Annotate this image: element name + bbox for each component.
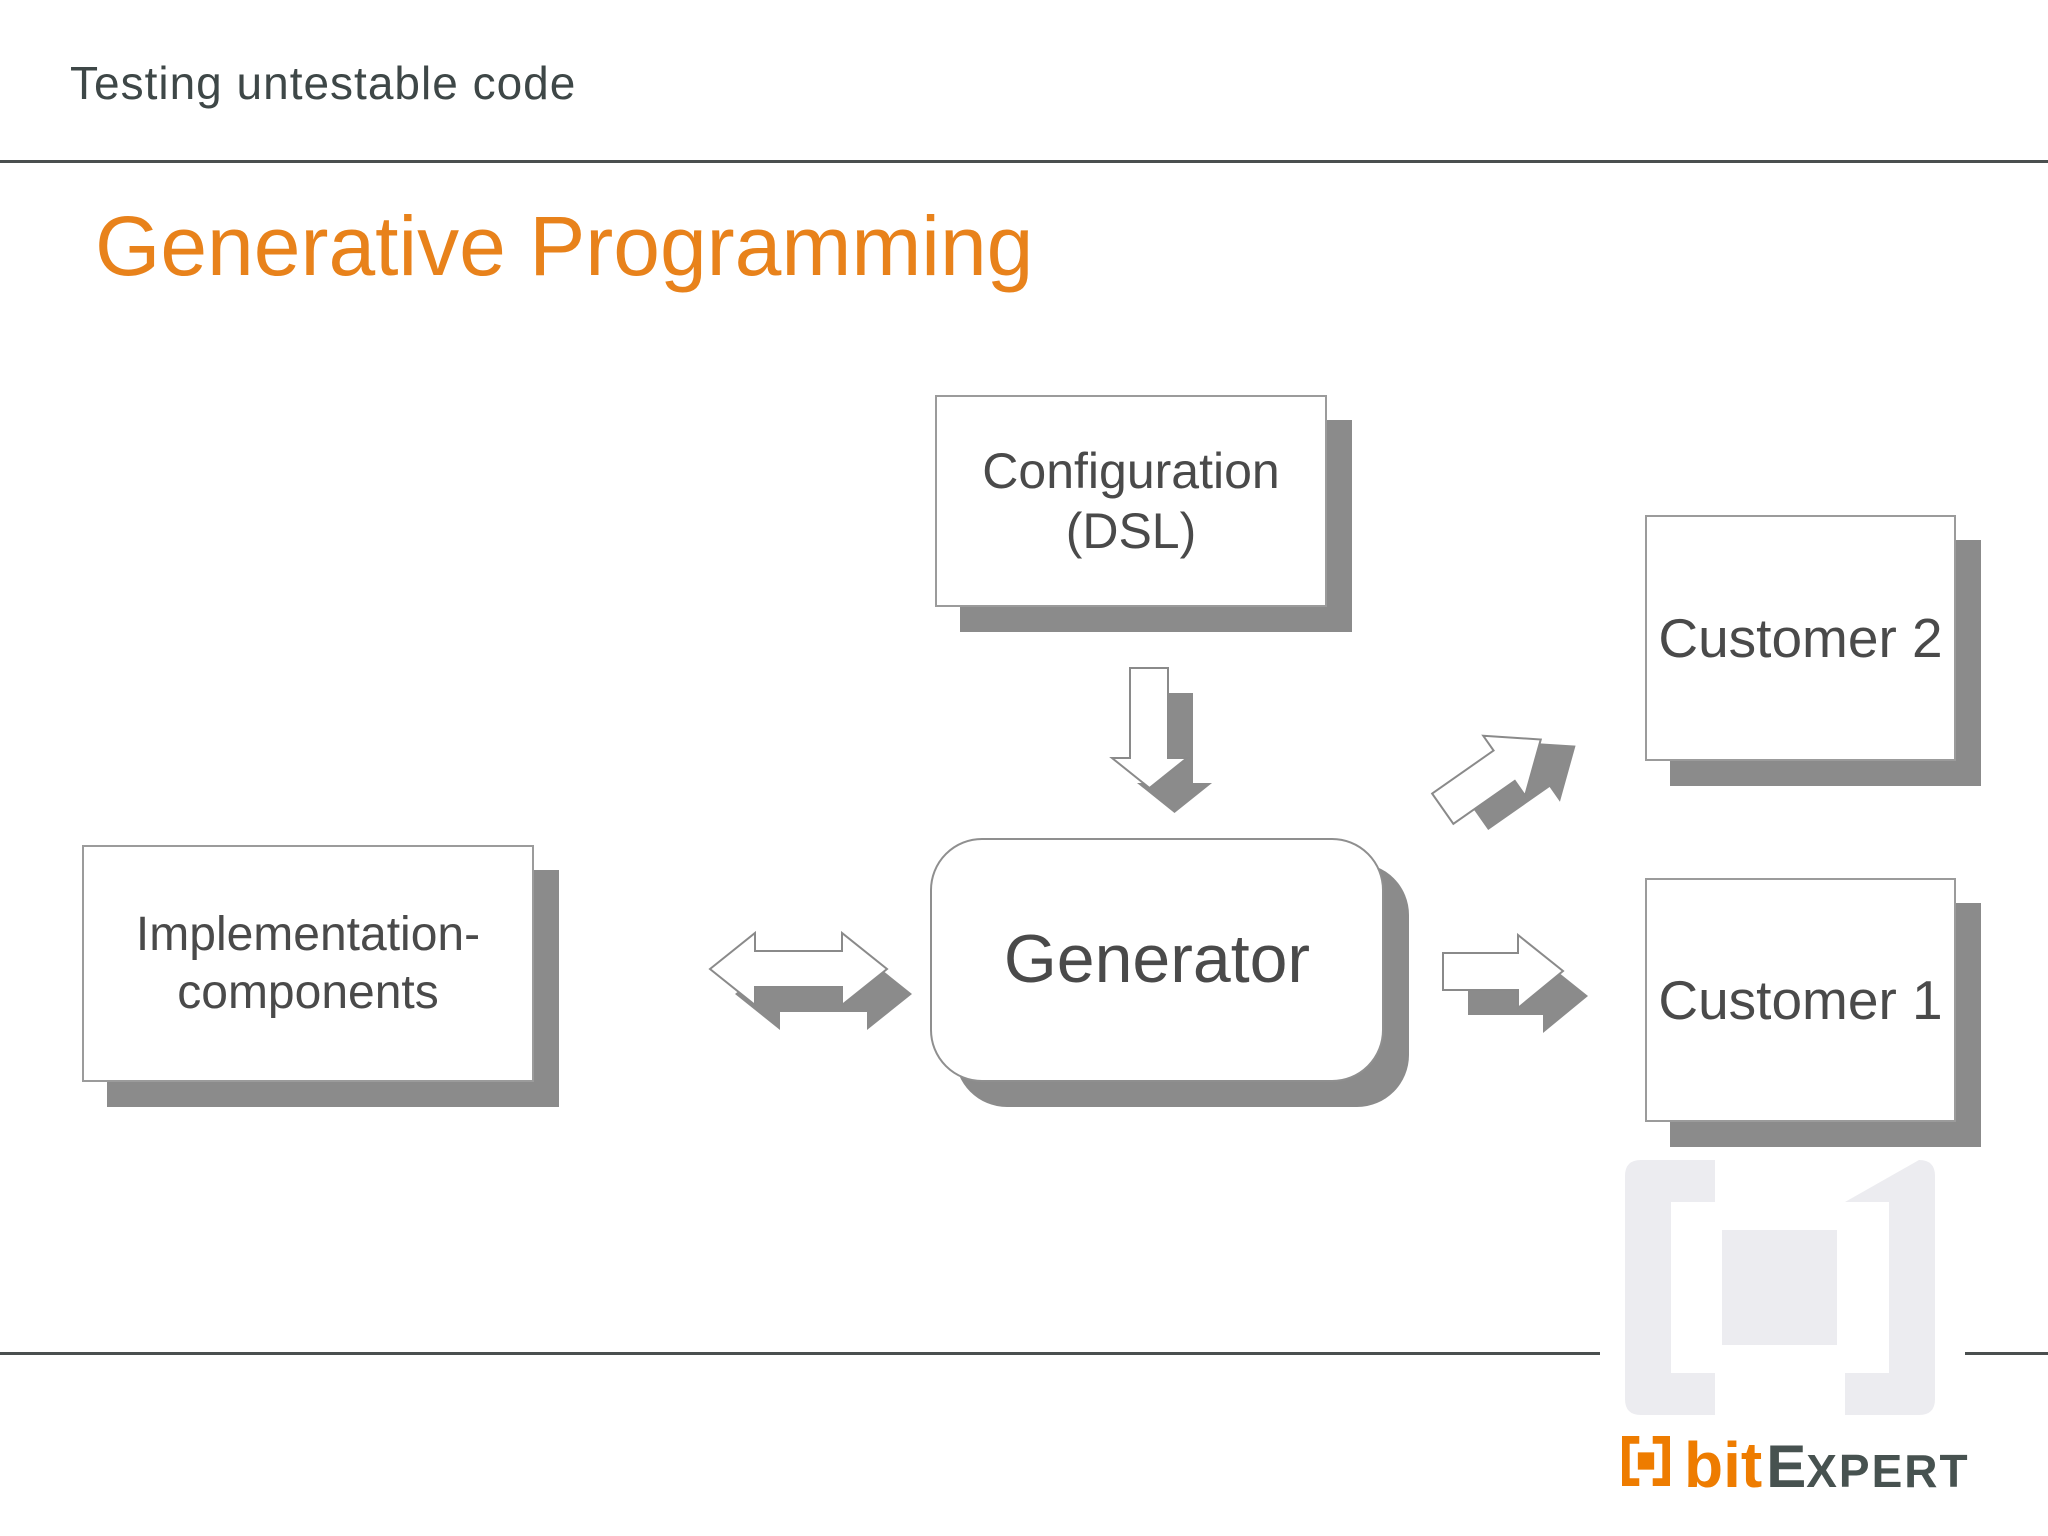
logo-text-expert-initial: E: [1766, 1433, 1807, 1500]
configuration-label-line1: Configuration: [982, 443, 1280, 499]
block-arrow-double-horizontal-icon: [708, 930, 913, 1031]
bitexpert-brackets-watermark-icon: [1625, 1160, 1935, 1420]
top-divider-line: [0, 160, 2048, 163]
logo-text-bit: bit: [1684, 1429, 1763, 1501]
bottom-divider-line: [0, 1352, 2048, 1355]
implementation-label-line1: Implementation-: [135, 907, 481, 961]
customer1-box: Customer 1: [1645, 878, 1956, 1122]
block-arrow-down-icon: [1109, 667, 1214, 815]
block-arrow-right-icon: [1442, 932, 1589, 1034]
bitexpert-brackets-icon: [1622, 1436, 1670, 1486]
block-arrow-up-right-icon: [1422, 695, 1598, 860]
configuration-dsl-box: Configuration (DSL): [935, 395, 1327, 607]
page-title: Generative Programming: [95, 199, 1034, 293]
implementation-components-box: Implementation- components: [82, 845, 534, 1082]
generator-box: Generator: [930, 838, 1384, 1082]
implementation-label-line2: components: [177, 965, 439, 1019]
generator-label: Generator: [1003, 921, 1311, 998]
logo-text-expert-rest: XPERT: [1806, 1445, 1970, 1497]
configuration-label-line2: (DSL): [1065, 503, 1197, 559]
customer1-label: Customer 1: [1658, 969, 1943, 1031]
slide-header-title: Testing untestable code: [70, 57, 577, 109]
customer2-label: Customer 2: [1658, 607, 1943, 669]
customer2-box: Customer 2: [1645, 515, 1956, 761]
